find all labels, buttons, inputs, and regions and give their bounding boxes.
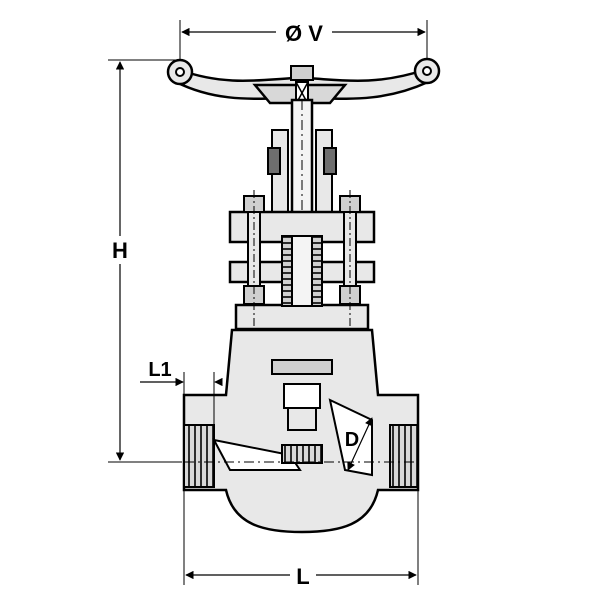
label-bore: D (345, 429, 359, 451)
valve-body (182, 328, 420, 534)
dimension-bore-d: D (345, 417, 373, 471)
handwheel-nut (290, 65, 314, 81)
bonnet (228, 190, 376, 331)
dimension-thread-length-l1: L1 (140, 359, 223, 425)
label-length: L (296, 564, 309, 589)
label-handwheel-diameter: Ø V (285, 21, 323, 46)
label-thread-length: L1 (148, 359, 171, 381)
dimension-height-h: H (106, 59, 182, 463)
label-height: H (112, 238, 128, 263)
dimension-diameter-v: Ø V (179, 19, 428, 60)
dimension-length-l: L (183, 490, 419, 589)
handwheel (166, 57, 441, 105)
